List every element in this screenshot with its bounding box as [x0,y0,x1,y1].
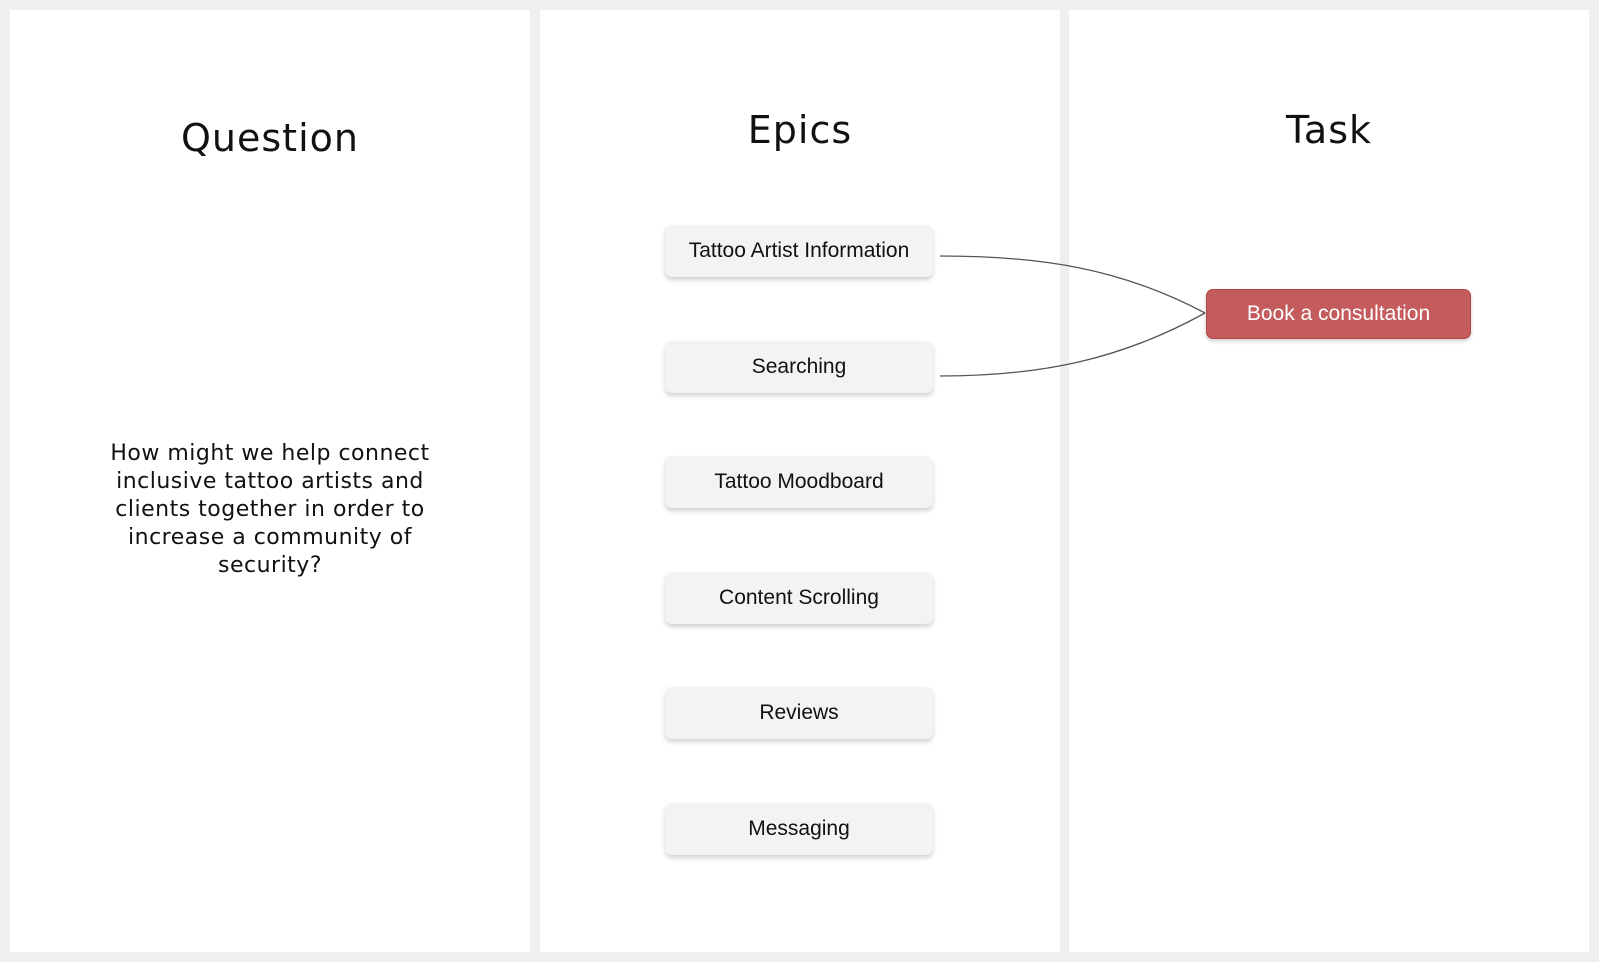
epic-card-messaging[interactable]: Messaging [665,803,933,855]
epic-card-tattoo-moodboard[interactable]: Tattoo Moodboard [665,456,933,508]
epic-card-content-scrolling[interactable]: Content Scrolling [665,572,933,624]
epics-panel: Epics Tattoo Artist Information Searchin… [540,10,1060,952]
task-title: Task [1285,108,1372,152]
epics-title: Epics [747,108,853,152]
question-text: How might we help connect inclusive tatt… [110,441,430,578]
task-panel: Task Book a consultation [1069,10,1589,952]
epic-card-searching[interactable]: Searching [665,341,933,393]
question-title: Question [181,116,359,160]
task-card-book-a-consultation[interactable]: Book a consultation [1206,289,1471,339]
question-panel: Question How might we help connect inclu… [10,10,530,952]
epic-card-tattoo-artist-information[interactable]: Tattoo Artist Information [665,225,933,277]
epic-card-reviews[interactable]: Reviews [665,687,933,739]
